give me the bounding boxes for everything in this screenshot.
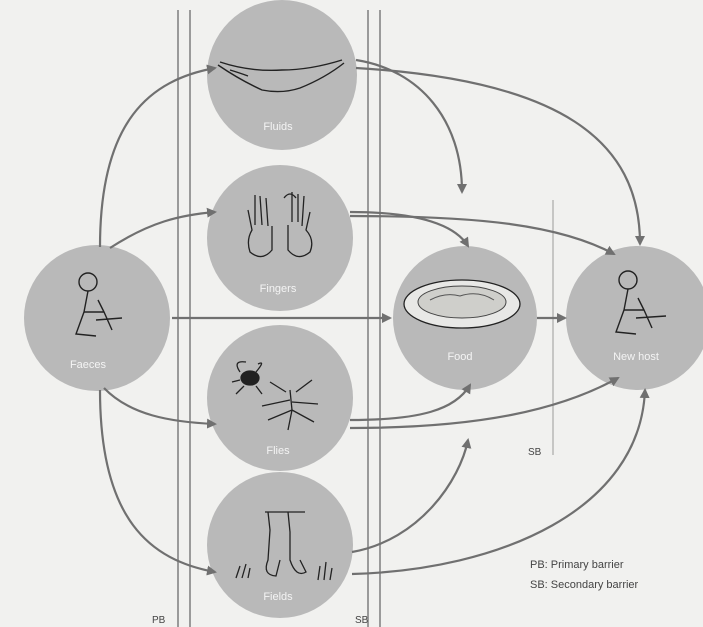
food-plate-icon xyxy=(403,279,521,329)
legend-secondary-barrier: SB: Secondary barrier xyxy=(530,579,639,591)
arrow-fields-to-food xyxy=(351,438,472,554)
flies-insects-icon xyxy=(231,361,319,431)
fields-label: Fields xyxy=(263,591,293,603)
arrow-faeces-to-fields xyxy=(98,389,217,576)
fluids-circle xyxy=(207,0,357,150)
fingers-circle xyxy=(207,165,353,311)
fluids-wave-icon xyxy=(217,59,345,93)
arrow-flies-to-food xyxy=(349,383,472,422)
fields-circle xyxy=(207,472,353,618)
pb-label: PB xyxy=(152,615,166,626)
transmission-arrows xyxy=(98,58,650,576)
fields-feet-icon xyxy=(235,511,333,581)
new-host-squatting-icon xyxy=(615,270,667,335)
arrow-fluids-to-food xyxy=(355,58,467,194)
flies-label: Flies xyxy=(266,445,290,457)
fingers-hands-icon xyxy=(247,192,313,258)
fluids-label: Fluids xyxy=(263,121,293,133)
arrow-fingers-to-food xyxy=(349,210,470,248)
food-label: Food xyxy=(447,351,472,363)
arrow-flies-to-new-host xyxy=(349,377,620,430)
arrow-fields-to-new-host xyxy=(351,388,650,576)
new-host-circle xyxy=(566,246,703,390)
arrow-fingers-to-new-host xyxy=(349,214,616,255)
arrow-faeces-to-flies xyxy=(103,387,217,429)
sb-label-right: SB xyxy=(528,447,542,458)
node-circles xyxy=(24,0,703,618)
arrow-faeces-to-fingers xyxy=(109,207,217,249)
arrow-faeces-to-fluids xyxy=(98,64,217,248)
new-host-label: New host xyxy=(613,351,659,363)
sb-label-bottom: SB xyxy=(355,615,369,626)
faeces-label: Faeces xyxy=(70,359,107,371)
person-squatting-icon xyxy=(75,272,123,337)
faeces-circle xyxy=(24,245,170,391)
arrow-fluids-to-new-host xyxy=(355,66,645,246)
legend-primary-barrier: PB: Primary barrier xyxy=(530,559,624,571)
fingers-label: Fingers xyxy=(260,283,297,295)
